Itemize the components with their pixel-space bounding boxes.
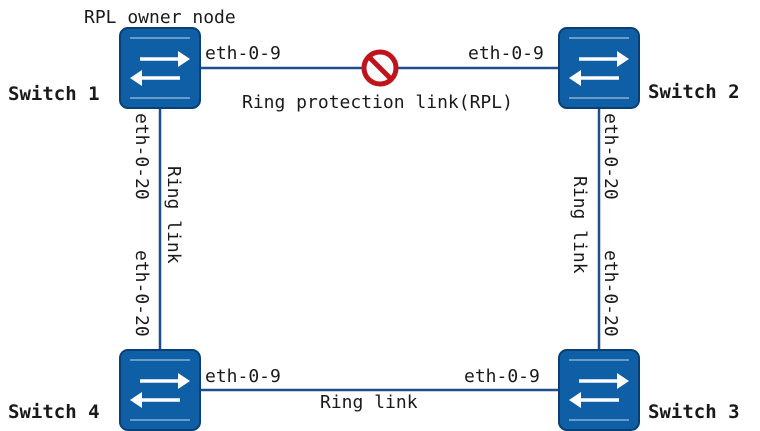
left-bottom-port: eth-0-20 [131,250,152,337]
blocked-icon [361,49,399,87]
rpl-link-label: Ring protection link(RPL) [242,92,513,113]
switch-3-icon[interactable] [558,349,640,431]
switch-4-icon[interactable] [119,349,201,431]
owner-node-label: RPL owner node [84,7,236,28]
left-top-port: eth-0-20 [131,113,152,200]
switch-4-label: Switch 4 [8,401,100,423]
switch-2-icon[interactable] [558,27,640,109]
switch-1-icon[interactable] [119,27,201,109]
bottom-left-port: eth-0-9 [205,366,281,387]
right-bottom-port: eth-0-20 [600,250,621,337]
bottom-ring-link-label: Ring link [320,392,418,413]
switch-3-label: Switch 3 [648,401,740,423]
right-ring-link-label: Ring link [569,176,590,274]
bottom-right-port: eth-0-9 [464,366,540,387]
left-ring-link-label: Ring link [163,166,184,264]
top-right-port: eth-0-9 [468,43,544,64]
switch-2-label: Switch 2 [648,81,740,103]
switch-1-label: Switch 1 [8,83,100,105]
top-left-port: eth-0-9 [205,43,281,64]
right-top-port: eth-0-20 [600,113,621,200]
